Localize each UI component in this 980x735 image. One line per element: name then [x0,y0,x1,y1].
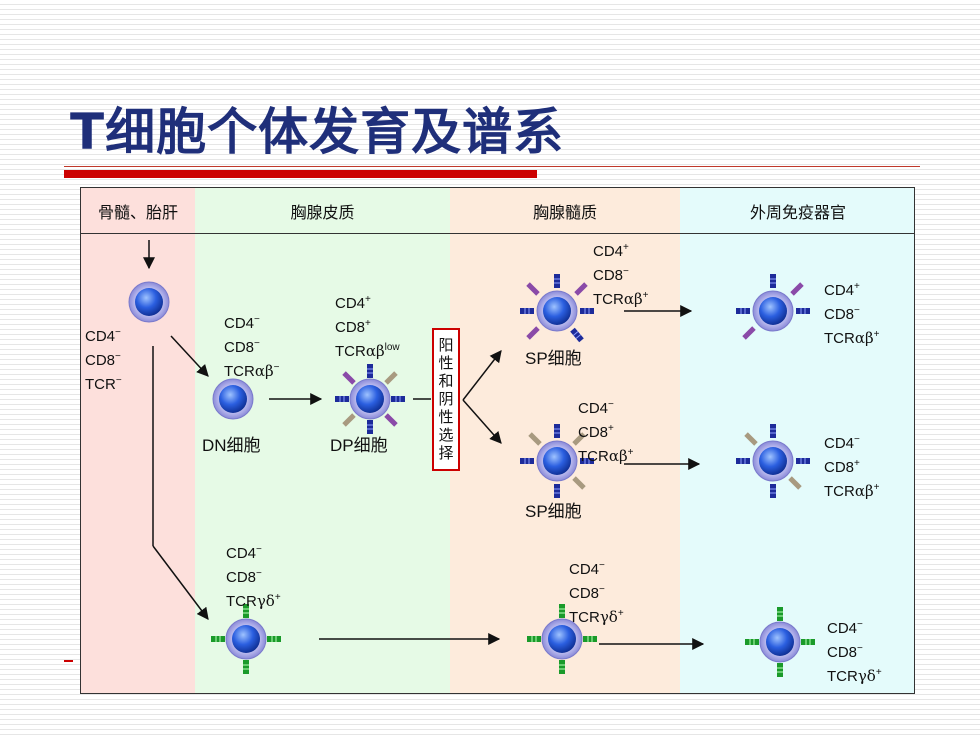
sp-cd4-cell [519,273,595,343]
title-rule-thin [64,166,920,167]
sp4-cell-label: SP细胞 [525,349,582,368]
column-header-bone-marrow: 骨髓、胎肝 [97,205,178,222]
periph-cd4-markers: CD4+ CD8− TCRαβ+ [824,281,880,347]
arrow-to-gd [152,545,209,620]
column-header-thymic-medulla: 胸腺髓质 [532,205,597,222]
header-divider [81,233,914,234]
column-bone-marrow: 骨髓、胎肝 [81,188,195,693]
lineage-diagram: 骨髓、胎肝 胸腺皮质 胸腺髓质 外周免疫器官 [80,187,915,694]
selection-box: 阳 性 和 阴 性 选 择 [432,328,460,471]
gd-cortex-cell [210,603,282,675]
column-thymic-cortex: 胸腺皮质 [195,188,450,693]
dp-cell-label: DP细胞 [330,436,388,455]
dp-cell [334,363,406,435]
title-rule-thick [64,170,537,178]
gd-cortex-markers: CD4− CD8− TCRγδ+ [226,544,281,610]
precursor-markers: CD4− CD8− TCR− [85,327,122,393]
dn-cell [212,378,254,420]
margin-dash [64,660,73,662]
gd-periph-cell [744,606,816,678]
periph-cd8-cell [735,423,811,499]
diagram-graphics [128,240,816,678]
periph-cd4-cell [735,273,811,340]
dn-cell-label: DN细胞 [202,436,261,455]
dp-markers: CD4+ CD8+ TCRαβlow [335,294,400,360]
sp4-markers: CD4+ CD8− TCRαβ+ [593,242,649,308]
column-header-peripheral-organs: 外周免疫器官 [749,205,846,222]
periph-cd8-markers: CD4− CD8+ TCRαβ+ [824,434,880,500]
gd-medulla-markers: CD4− CD8− TCRγδ+ [569,560,624,626]
periph-gd-markers: CD4− CD8− TCRγδ+ [827,619,882,685]
column-peripheral-organs: 外周免疫器官 [680,188,914,693]
sp8-cell-label: SP细胞 [525,502,582,521]
dn-markers: CD4− CD8− TCRαβ− [224,314,280,380]
precursor-cell [128,281,170,323]
arrow-to-sp4 [462,350,502,401]
column-header-thymic-cortex: 胸腺皮质 [290,205,355,222]
slide-title: T细胞个体发育及谱系 [70,103,565,161]
sp8-markers: CD4− CD8+ TCRαβ+ [578,399,634,465]
arrow-to-dn [170,335,209,377]
arrow-to-sp8 [462,399,502,444]
